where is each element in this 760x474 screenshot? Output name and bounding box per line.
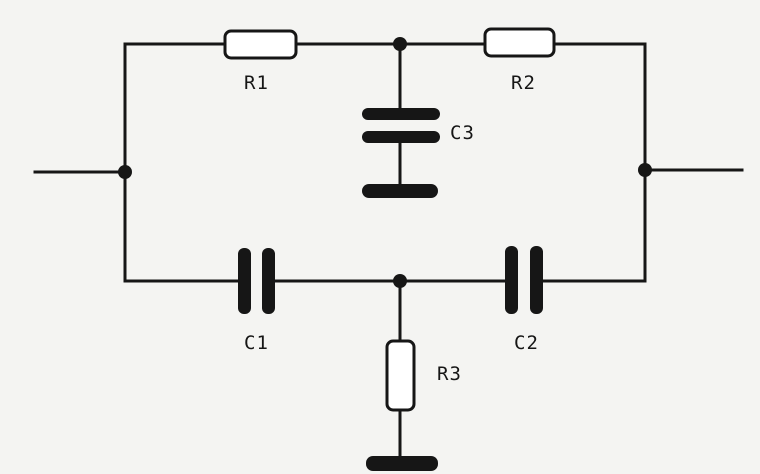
junction-input xyxy=(118,165,132,179)
label-r2: R2 xyxy=(511,72,536,94)
junction-output xyxy=(638,163,652,177)
label-c1: C1 xyxy=(244,332,269,354)
top-wire-right xyxy=(552,42,647,172)
label-c3: C3 xyxy=(450,122,475,144)
resistor-r2 xyxy=(483,27,556,58)
resistor-r3 xyxy=(385,339,416,412)
capacitor-c3-plate-top xyxy=(362,108,440,120)
capacitor-c3-plate-bottom xyxy=(362,131,440,143)
ground-bar-r3 xyxy=(366,456,438,471)
bottom-wire-left xyxy=(123,170,245,283)
capacitor-c2-plate-left xyxy=(505,246,518,314)
capacitor-c2 xyxy=(505,246,543,314)
capacitor-c1 xyxy=(238,248,275,314)
capacitor-c3 xyxy=(362,108,440,143)
junction-top-middle xyxy=(393,37,407,51)
junction-bottom-middle xyxy=(393,274,407,288)
label-r1: R1 xyxy=(244,72,269,94)
label-c2: C2 xyxy=(514,332,539,354)
top-wire-left xyxy=(123,42,227,174)
label-r3: R3 xyxy=(437,363,462,385)
capacitor-c1-plate-left xyxy=(238,248,251,314)
bottom-wire-right xyxy=(539,168,647,283)
ground-bar-c3 xyxy=(362,184,438,198)
resistor-r1 xyxy=(223,29,298,60)
capacitor-c2-plate-right xyxy=(530,246,543,314)
capacitor-c1-plate-right xyxy=(262,248,275,314)
